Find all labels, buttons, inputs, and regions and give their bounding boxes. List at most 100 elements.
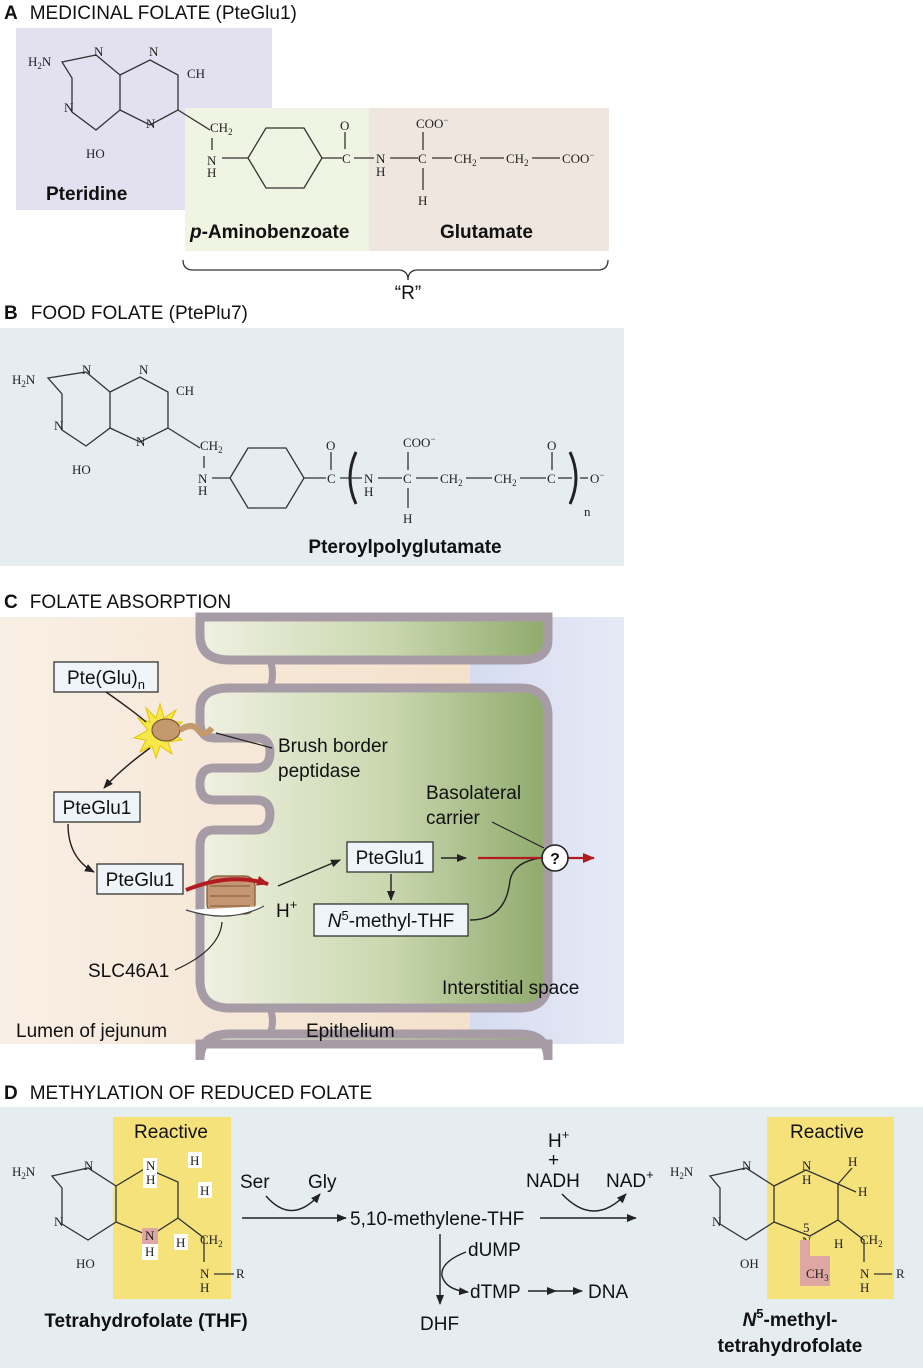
slc-leader [174,921,223,971]
svg-text:H2N: H2N [670,1164,694,1181]
glutamate-label: Glutamate [440,222,533,243]
svg-text:N: N [82,362,92,377]
svg-text:N: N [54,418,64,433]
pteridine-structure-b: H2N N N CH N N HO CH2 [12,362,223,477]
methyl-thf-n: N [328,911,342,932]
peptidase-head [151,718,181,742]
panel-a-letter: A [4,3,18,24]
svg-text:N: N [94,44,104,59]
methylene-thf-label: 5,10-methylene-THF [350,1209,524,1230]
arrow-to-pteglu1 [103,747,151,789]
svg-text:COO−: COO− [403,434,436,450]
svg-text:H: H [146,1172,155,1187]
dna-label: DNA [588,1282,628,1303]
basolateral-line2: carrier [426,808,481,829]
svg-text:R: R [236,1266,245,1281]
pteglu1-label-cell: PteGlu1 [356,848,425,869]
product-sup: 5 [756,1306,763,1321]
svg-text:H: H [200,1280,209,1295]
basolateral-carrier [541,844,569,872]
lower-epithelial-cell [195,1029,553,1061]
repeat-bracket-close [568,451,578,505]
product-n: N [743,1310,758,1331]
svg-text:H: H [190,1153,199,1168]
svg-text:N: N [145,1228,155,1243]
thf-structure: H2N N N HO N H H H N H H CH2 N H R [12,1152,245,1295]
svg-text:C: C [418,151,427,166]
pteglun-label: Pte(Glu)n [67,668,145,692]
panel-c-letter: C [4,592,18,613]
basolateral-line1: Basolateral [426,783,521,804]
nad-text: NAD [606,1171,646,1192]
svg-text:N: N [207,153,217,168]
svg-text:N: N [146,1158,156,1173]
methyl-highlight [800,1256,830,1286]
glutamate-structure-a: N H C COO− H CH2 CH2 COO− [354,115,595,208]
brush-border-line1: Brush border [278,736,389,757]
dtmp-label: dTMP [470,1282,521,1303]
r-group-label: “R” [395,283,421,304]
svg-text:H: H [200,1183,209,1198]
pteroylpolyglutamate-label: Pteroylpolyglutamate [308,537,501,558]
svg-text:N: N [376,151,386,166]
ser-label: Ser [240,1172,270,1193]
aminobenzoate-structure-b: N H C O [198,438,336,509]
svg-text:5: 5 [803,1220,810,1235]
svg-text:H: H [802,1172,811,1187]
methyl-thf-structure: H2N N N OH N H H H 5 N CH3 H CH2 N H R [670,1154,905,1295]
svg-text:C: C [403,471,412,486]
svg-text:COO−: COO− [562,150,595,166]
svg-text:CH2: CH2 [440,471,463,488]
svg-text:OH: OH [740,1256,759,1271]
h-plus-c-sup: + [290,897,298,912]
svg-text:N: N [802,1158,812,1173]
product-rest: -methyl- [764,1310,838,1331]
methyl-thf-rest: -methyl-THF [349,911,455,932]
methyl-thf-label: N5-methyl-THF [328,908,455,932]
peptidase-leader [215,732,273,749]
pteglu1-box-cell [346,841,434,873]
gly-label: Gly [308,1172,337,1193]
svg-text:C: C [547,471,556,486]
svg-text:H2N: H2N [12,372,36,389]
folate-influx-arrow [185,875,269,892]
r-group-brace [182,259,609,281]
pteridine-label: Pteridine [46,184,127,205]
reactive-label-right: Reactive [790,1122,864,1143]
dhf-label: DHF [420,1314,459,1335]
panel-b-title-text: FOOD FOLATE (PtePlu7) [31,303,248,324]
aminobenzoate-region [185,108,373,251]
svg-text:HO: HO [76,1256,95,1271]
pteglu1-label-lumen: PteGlu1 [63,798,132,819]
svg-text:CH3: CH3 [806,1266,829,1283]
svg-text:N: N [200,1266,210,1281]
svg-text:O: O [326,438,335,453]
panel-d-letter: D [4,1083,18,1104]
svg-text:R: R [896,1266,905,1281]
dump-label: dUMP [468,1240,521,1261]
svg-text:N: N [136,434,146,449]
svg-text:CH2: CH2 [200,1232,223,1249]
slc46a1-transporter [185,875,269,917]
arrow-into-cell [277,859,341,887]
brush-border-peptidase [132,702,215,760]
svg-text:N: N [364,471,374,486]
svg-text:H: H [858,1184,867,1199]
peptidase-anchor [178,723,215,737]
pteglu1-label-membrane: PteGlu1 [106,870,175,891]
svg-text:H: H [198,483,207,498]
svg-text:H: H [860,1280,869,1295]
svg-text:H: H [848,1154,857,1169]
svg-text:HO: HO [72,462,91,477]
epithelium-label: Epithelium [306,1021,395,1042]
svg-text:C: C [342,151,351,166]
svg-text:CH: CH [176,383,194,398]
svg-text:CH2: CH2 [506,151,529,168]
svg-text:H: H [207,165,216,180]
svg-text:N: N [139,362,149,377]
